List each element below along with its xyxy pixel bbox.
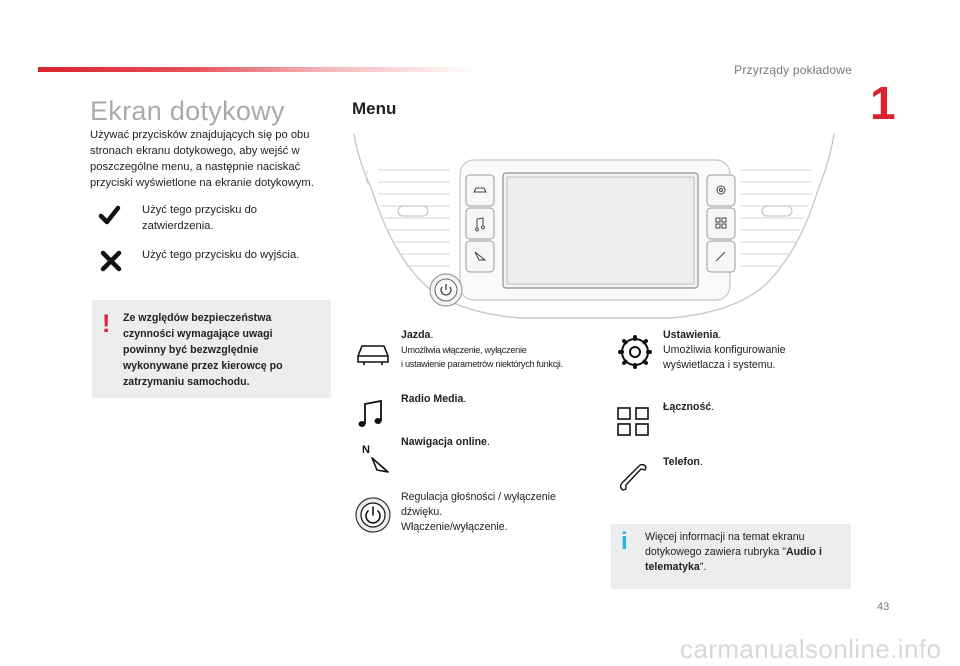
confirm-row: Użyć tego przycisku do zatwierdzenia. [92,202,322,238]
power-icon [355,497,391,533]
warning-box [92,300,331,398]
music-note-icon [358,399,382,427]
navigation-letter: N [362,444,370,456]
connectivity-grid-icon [617,407,649,436]
menu-item-driving: Jazda. Umożliwia włączenie, wyłączenie i… [401,329,563,369]
info-icon: i [621,528,628,555]
section-title: Przyrządy pokładowe [734,63,852,77]
exit-text: Użyć tego przycisku do wyjścia. [142,249,300,261]
checkmark-icon [98,205,121,225]
confirm-text: Użyć tego przycisku do zatwierdzenia. [142,204,258,232]
menu-item-volume: Regulacja głośności / wyłączenie dźwięku… [401,491,556,533]
close-icon [100,250,122,272]
menu-heading: Menu [352,99,397,118]
navigation-arrow-icon [371,457,389,473]
warning-text: Ze względów bezpieczeństwa czynności wym… [123,312,283,388]
info-box [611,524,851,589]
dashboard-illustration [353,133,835,319]
info-text: Więcej informacji na temat ekranu dotyko… [645,531,822,573]
watermark: carmanualsonline.info [680,634,942,664]
chapter-number: 1 [870,77,896,129]
intro-text: Używać przycisków znajdujących się po ob… [90,129,314,189]
exit-row: Użyć tego przycisku do wyjścia. [92,247,322,277]
page-number: 43 [877,601,890,613]
menu-item-radio: Radio Media. [401,393,467,405]
settings-gear-icon [618,335,652,369]
menu-item-navigation: Nawigacja online. [401,436,490,448]
page-title: Ekran dotykowy [90,96,285,126]
header-accent-bar [38,67,478,72]
menu-item-phone: Telefon. [663,456,703,468]
phone-icon [619,463,647,491]
car-icon [357,345,389,365]
menu-item-connectivity: Łączność. [663,401,715,413]
warning-icon: ! [102,310,111,338]
menu-item-settings: Ustawienia. Umożliwia konfigurowanie wyś… [663,329,786,371]
